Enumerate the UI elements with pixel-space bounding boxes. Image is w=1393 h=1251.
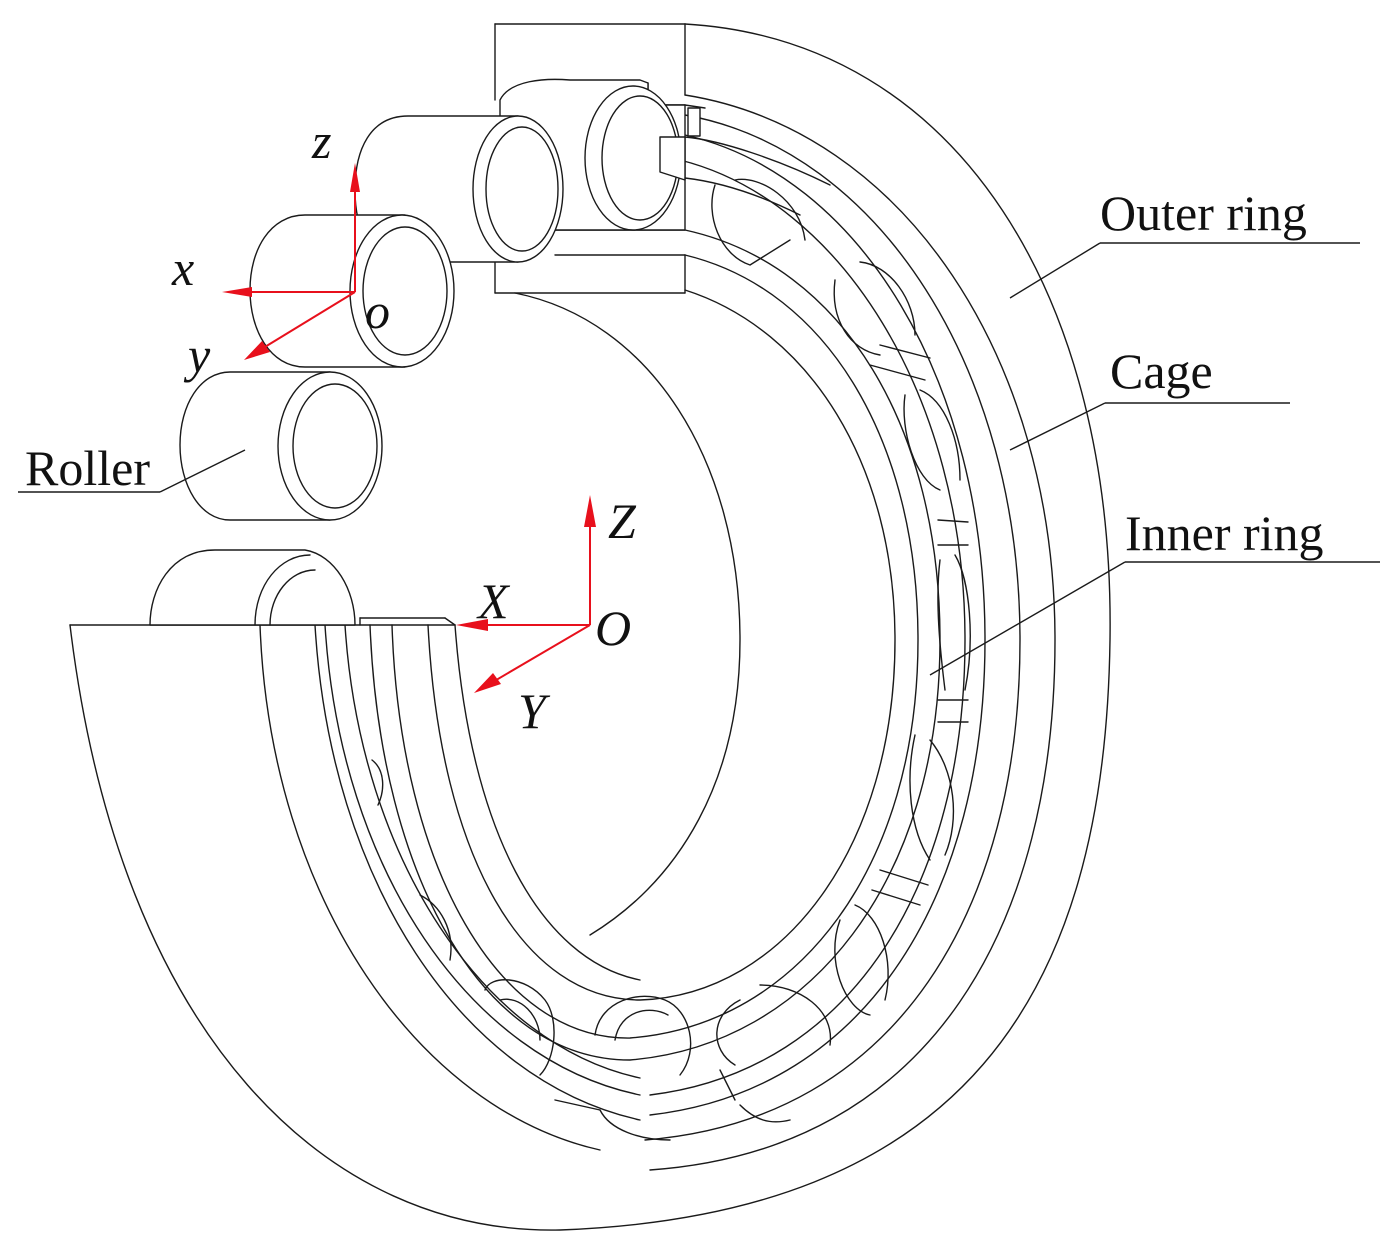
cage-drawing (324, 134, 986, 1116)
outer-ring-leader (1009, 242, 1101, 299)
global-x-arrowhead (456, 619, 488, 631)
global-z-label: Z (608, 493, 637, 549)
inner-ring-label: Inner ring (1125, 505, 1324, 561)
inner-ring-drawing (359, 229, 941, 1061)
global-y-label: Y (518, 683, 551, 739)
global-x-label: X (476, 573, 511, 629)
roller-label: Roller (25, 440, 150, 496)
global-origin-label: O (595, 600, 631, 656)
roller-leader (159, 449, 246, 493)
global-y-axis (485, 624, 591, 687)
global-z-arrowhead (584, 495, 596, 527)
local-x-arrowhead (222, 287, 252, 297)
global-y-arrowhead (474, 673, 501, 693)
inner-ring-leader (929, 561, 1126, 676)
local-origin-label: o (365, 283, 390, 339)
bearing-rollers (371, 178, 971, 1141)
local-y-arrowhead (244, 341, 270, 360)
outer-ring-drawing (69, 23, 1111, 1231)
outer-ring-label: Outer ring (1100, 185, 1307, 241)
global-axes (456, 495, 596, 693)
local-y-label: y (183, 327, 211, 383)
cage-label: Cage (1110, 343, 1213, 399)
local-axes (222, 163, 360, 360)
local-z-label: z (311, 113, 331, 169)
section-rollers (149, 78, 831, 626)
local-y-axis (254, 291, 356, 354)
leader-lines (18, 242, 1380, 676)
local-x-label: x (171, 240, 194, 296)
local-z-arrowhead (350, 163, 360, 192)
cage-leader (1009, 402, 1106, 451)
